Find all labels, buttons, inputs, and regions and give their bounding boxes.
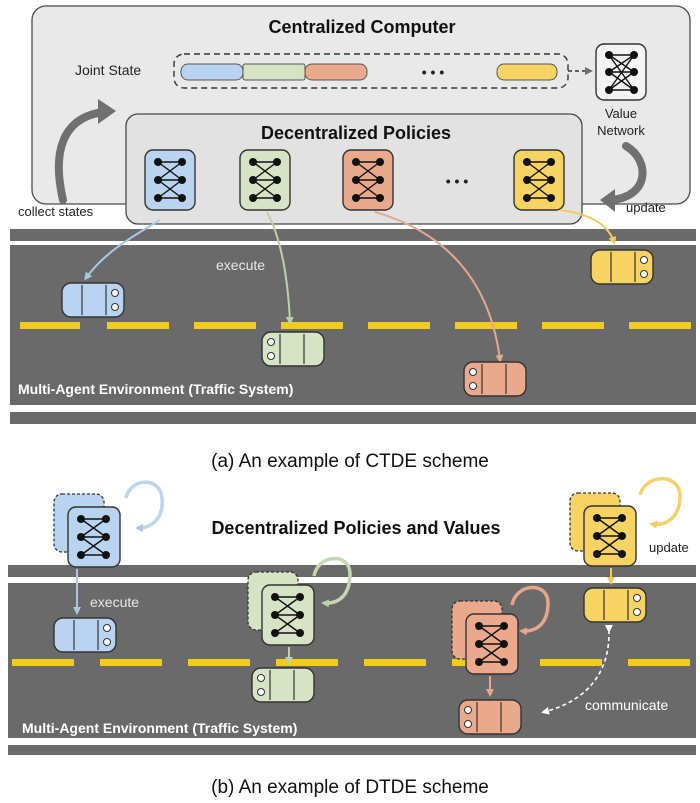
agent-stack-orange [451, 600, 519, 675]
dtde-title: Decentralized Policies and Values [211, 518, 500, 538]
env-label-top: Multi-Agent Environment (Traffic System) [18, 381, 293, 397]
self-loop-orange [510, 585, 550, 636]
car-blue-top [61, 282, 125, 318]
communicate-arrow [541, 624, 613, 715]
policy-icon-blue [144, 149, 196, 211]
agent-stack-blue [53, 493, 121, 568]
update-label-bottom: update [649, 540, 689, 555]
value-network-icon [595, 43, 647, 101]
self-loop-yellow [638, 477, 682, 529]
car-orange-bottom [458, 699, 522, 735]
top-lane-markings [20, 322, 691, 329]
centralized-computer-title: Centralized Computer [268, 17, 455, 37]
joint-state-bar: • • • [173, 53, 569, 89]
decentralized-policies-title: Decentralized Policies [261, 123, 451, 143]
car-orange-top [463, 361, 527, 397]
car-yellow-top [590, 249, 654, 285]
policies-ellipsis: • • • [446, 173, 469, 189]
execute-arrow-orange [374, 211, 504, 363]
agent-stack-yellow [569, 492, 637, 567]
policy-icon-orange [342, 149, 394, 211]
joint-state-label: Joint State [75, 62, 141, 78]
self-loop-blue [124, 480, 164, 532]
execute-arrow-green [266, 211, 294, 325]
car-green-bottom [251, 667, 315, 703]
caption-a: (a) An example of CTDE scheme [211, 451, 489, 472]
top-road [10, 229, 696, 424]
value-network-label-line1: Value [605, 106, 637, 121]
caption-b: (b) An example of DTDE scheme [211, 777, 489, 798]
car-green-top [261, 331, 325, 367]
self-loop-green [312, 556, 352, 608]
value-network-label-line2: Network [597, 123, 645, 138]
update-label-top: update [626, 200, 666, 215]
execute-arrow-yellow [559, 209, 617, 245]
execute-arrow-blue [84, 219, 161, 281]
collect-states-arrow [54, 108, 107, 204]
execute-label-bottom: execute [90, 594, 139, 610]
update-arrow [608, 142, 647, 204]
agent-stack-green [247, 571, 315, 646]
car-blue-bottom [53, 617, 117, 653]
collect-states-label: collect states [18, 204, 94, 219]
execute-label-top: execute [216, 257, 265, 273]
policy-icon-yellow [513, 149, 565, 211]
communicate-label: communicate [585, 697, 668, 713]
policy-icon-green [239, 149, 291, 211]
env-label-bottom: Multi-Agent Environment (Traffic System) [22, 720, 297, 736]
joint-state-ellipsis: • • • [422, 64, 445, 80]
car-yellow-bottom [583, 587, 647, 623]
